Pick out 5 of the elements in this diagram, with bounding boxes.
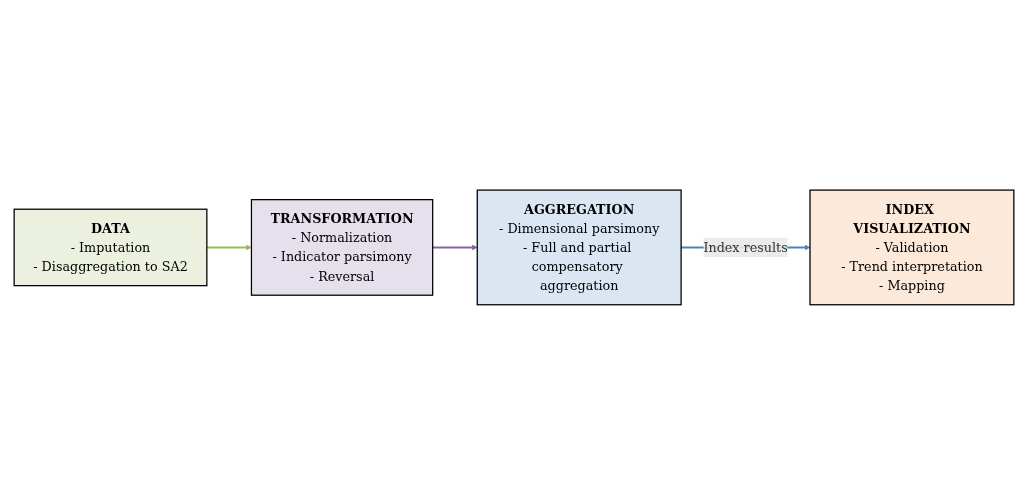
edge-label: Index results — [702, 239, 788, 256]
node-box: AGGREGATION - Dimensional parsimony - Full and partial compensatory aggregation — [476, 189, 682, 306]
node-box: DATA - Imputation - Disaggregation to SA2 — [13, 208, 207, 287]
node-box: TRANSFORMATION - Normalization - Indicator parsimony - Reversal — [250, 199, 433, 296]
node-box: INDEX VISUALIZATION - Validation - Trend interpretation - Mapping — [808, 189, 1014, 306]
